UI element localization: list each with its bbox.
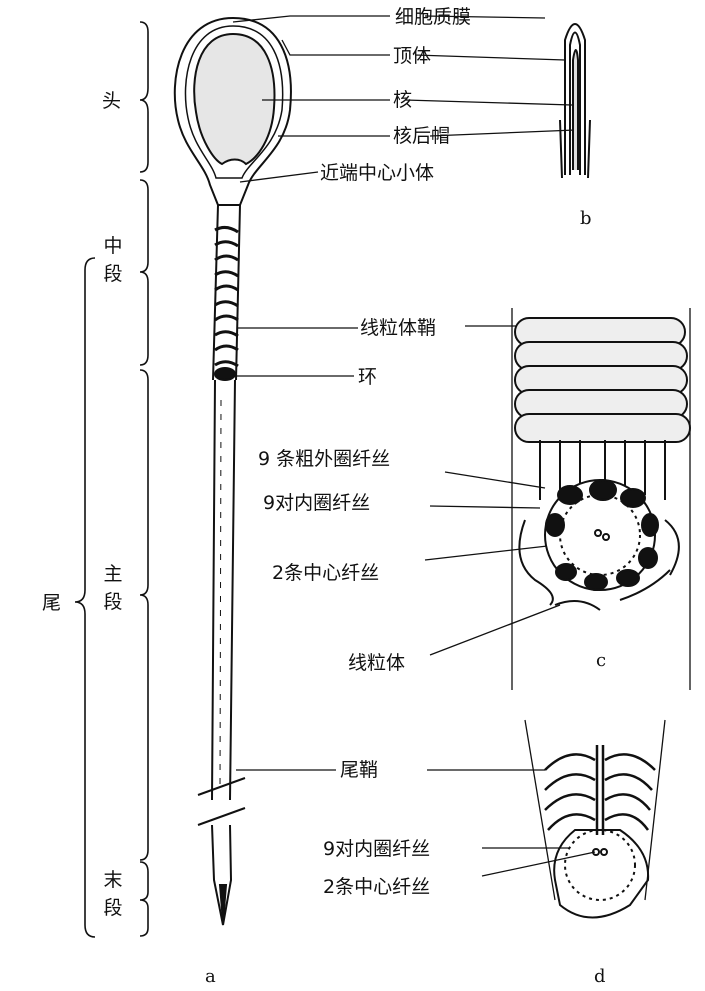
- region-tail: 尾: [42, 592, 62, 614]
- figure-c-midpiece-section: [511, 308, 691, 690]
- figure-d-principal-section: [524, 719, 666, 919]
- figure-b-acrosome-section: [559, 23, 591, 179]
- label-central-fibers-d: 2条中心纤丝: [323, 876, 431, 898]
- region-middle-piece: 中段: [103, 235, 123, 285]
- label-outer-dense-fibers: 9 条粗外圈纤丝: [258, 448, 391, 470]
- label-tail-sheath: 尾鞘: [340, 759, 379, 781]
- label-nucleus: 核: [393, 89, 413, 111]
- sperm-head: [173, 16, 292, 206]
- label-annulus: 环: [358, 366, 378, 388]
- label-postnuclear-cap: 核后帽: [393, 125, 451, 147]
- label-mitochondrial-sheath: 线粒体鞘: [360, 317, 437, 339]
- label-proximal-centriole: 近端中心小体: [320, 162, 435, 184]
- principal-piece: [197, 379, 246, 926]
- label-acrosome: 顶体: [393, 45, 432, 67]
- figure-label-a: a: [205, 966, 216, 987]
- label-cell-membrane: 细胞质膜: [395, 6, 472, 28]
- figure-label-c: c: [596, 650, 607, 671]
- label-mitochondrion: 线粒体: [348, 652, 406, 674]
- region-end-piece: 末段: [103, 869, 123, 919]
- label-inner-pairs-d: 9对内圈纤丝: [323, 838, 431, 860]
- middle-piece: [212, 204, 241, 381]
- figure-label-b: b: [580, 208, 592, 229]
- region-principal-piece: 主段: [103, 563, 123, 613]
- region-head: 头: [102, 90, 122, 112]
- label-central-fibers-c: 2条中心纤丝: [272, 562, 380, 584]
- label-inner-pairs-c: 9对内圈纤丝: [263, 492, 371, 514]
- figure-label-d: d: [594, 966, 606, 987]
- region-braces: [74, 21, 149, 938]
